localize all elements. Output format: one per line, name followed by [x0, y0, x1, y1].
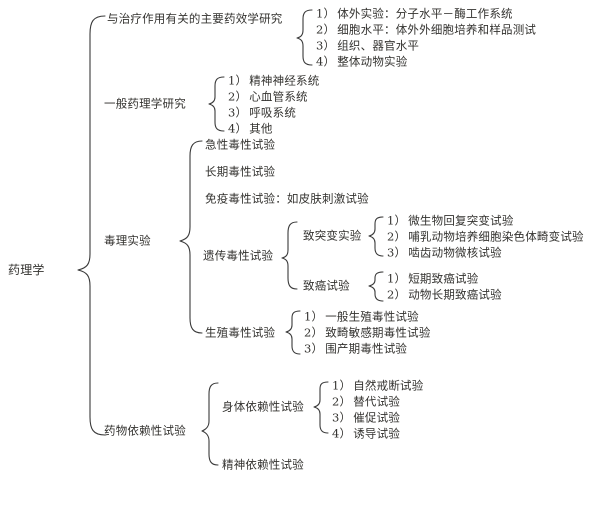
efficacy-item-3-text: 组织、器官水平 — [337, 38, 420, 53]
general-pharm-item-2[interactable]: 2）心血管系统 — [228, 91, 308, 103]
carcinogenic-item-2-num: 2） — [387, 287, 407, 302]
mutagenic-item-1-text: 微生物回复突变试验 — [408, 213, 514, 228]
efficacy-item-2-num: 2） — [316, 22, 336, 37]
branch-general-pharmacology-label[interactable]: 一般药理学研究 — [104, 96, 186, 111]
brace-mutagenic-items — [368, 216, 384, 257]
physical-dependence-item-2[interactable]: 2）替代试验 — [332, 396, 400, 408]
general-pharm-item-3[interactable]: 3）呼吸系统 — [228, 107, 296, 119]
mutagenic-item-3[interactable]: 3）啮齿动物微核试验 — [387, 247, 502, 259]
physical-dependence-item-1-text: 自然戒断试验 — [353, 378, 424, 393]
brace-efficacy-items — [296, 9, 313, 66]
reproductive-item-2[interactable]: 2）致畸敏感期毒性试验 — [304, 327, 431, 339]
efficacy-item-3[interactable]: 3）组织、器官水平 — [316, 40, 419, 52]
efficacy-item-1-text: 体外实验：分子水平－酶工作系统 — [337, 6, 513, 21]
psychological-dependence-label[interactable]: 精神依赖性试验 — [222, 457, 304, 472]
physical-dependence-item-4-text: 诱导试验 — [353, 426, 401, 441]
carcinogenic-item-1[interactable]: 1）短期致癌试验 — [387, 273, 478, 285]
mutagenic-item-3-num: 3） — [387, 245, 407, 260]
reproductive-item-1-text: 一般生殖毒性试验 — [325, 309, 419, 324]
general-pharm-item-3-text: 呼吸系统 — [249, 105, 297, 120]
brace-root — [77, 15, 106, 436]
efficacy-item-3-num: 3） — [316, 38, 336, 53]
carcinogenic-item-2-text: 动物长期致癌试验 — [408, 287, 502, 302]
physical-dependence-item-1-num: 1） — [332, 378, 352, 393]
physical-dependence-item-2-num: 2） — [332, 394, 352, 409]
brace-general-pharm-items — [208, 76, 225, 132]
efficacy-item-4-text: 整体动物实验 — [337, 54, 408, 69]
general-pharm-item-4-text: 其他 — [249, 121, 273, 136]
efficacy-item-1-num: 1） — [316, 6, 336, 21]
efficacy-item-4-num: 4） — [316, 54, 336, 69]
toxicology-acute-test[interactable]: 急性毒性试验 — [205, 137, 276, 152]
reproductive-item-3[interactable]: 3）围产期毒性试验 — [304, 343, 407, 355]
physical-dependence-item-2-text: 替代试验 — [353, 394, 401, 409]
branch-toxicology-label[interactable]: 毒理实验 — [104, 233, 151, 248]
physical-dependence-label[interactable]: 身体依赖性试验 — [222, 399, 304, 414]
mutagenic-item-3-text: 啮齿动物微核试验 — [408, 245, 502, 260]
reproductive-item-3-text: 围产期毒性试验 — [325, 341, 408, 356]
general-pharm-item-2-text: 心血管系统 — [249, 89, 308, 104]
carcinogenic-item-1-text: 短期致癌试验 — [408, 271, 479, 286]
toxicology-immune-test[interactable]: 免疫毒性试验：如皮肤刺激试验 — [205, 191, 369, 206]
general-pharm-item-4-num: 4） — [228, 121, 248, 136]
physical-dependence-item-1[interactable]: 1）自然戒断试验 — [332, 380, 423, 392]
efficacy-item-2-text: 细胞水平：体外外细胞培养和样品测试 — [337, 22, 537, 37]
general-pharm-item-4[interactable]: 4）其他 — [228, 123, 273, 135]
reproductive-item-2-text: 致畸敏感期毒性试验 — [325, 325, 431, 340]
physical-dependence-item-3-num: 3） — [332, 410, 352, 425]
general-pharm-item-1-num: 1） — [228, 73, 248, 88]
general-pharm-item-2-num: 2） — [228, 89, 248, 104]
mutagenic-item-1-num: 1） — [387, 213, 407, 228]
reproductive-item-3-num: 3） — [304, 341, 324, 356]
brace-reproductive-items — [285, 310, 301, 355]
physical-dependence-item-3[interactable]: 3）催促试验 — [332, 412, 400, 424]
brace-genetic-tox — [281, 221, 298, 290]
genetic-toxicity-label[interactable]: 遗传毒性试验 — [203, 248, 274, 263]
brace-carcinogenic-items — [368, 271, 384, 302]
brace-physical-dependence-items — [313, 381, 329, 434]
reproductive-toxicity-label[interactable]: 生殖毒性试验 — [205, 325, 276, 340]
toxicology-longterm-test[interactable]: 长期毒性试验 — [205, 164, 276, 179]
general-pharm-item-1-text: 精神神经系统 — [249, 73, 320, 88]
efficacy-item-2[interactable]: 2）细胞水平：体外外细胞培养和样品测试 — [316, 24, 536, 36]
branch-drug-dependence-label[interactable]: 药物依赖性试验 — [104, 423, 186, 438]
mutagenic-item-2-text: 哺乳动物培养细胞染色体畸变试验 — [408, 229, 584, 244]
general-pharm-item-1[interactable]: 1）精神神经系统 — [228, 75, 319, 87]
brace-toxicology — [179, 140, 203, 334]
physical-dependence-item-4[interactable]: 4）诱导试验 — [332, 428, 400, 440]
carcinogenic-item-2[interactable]: 2）动物长期致癌试验 — [387, 289, 502, 301]
reproductive-item-2-num: 2） — [304, 325, 324, 340]
reproductive-item-1-num: 1） — [304, 309, 324, 324]
root-node-pharmacology[interactable]: 药理学 — [8, 263, 45, 277]
mutagenic-test-label[interactable]: 致突变实验 — [303, 228, 362, 243]
efficacy-item-1[interactable]: 1）体外实验：分子水平－酶工作系统 — [316, 8, 513, 20]
mutagenic-item-1[interactable]: 1）微生物回复突变试验 — [387, 215, 514, 227]
brace-drug-dependence — [201, 382, 219, 466]
physical-dependence-item-4-num: 4） — [332, 426, 352, 441]
carcinogenic-test-label[interactable]: 致癌试验 — [303, 278, 350, 293]
efficacy-item-4[interactable]: 4）整体动物实验 — [316, 56, 407, 68]
mutagenic-item-2[interactable]: 2）哺乳动物培养细胞染色体畸变试验 — [387, 231, 584, 243]
physical-dependence-item-3-text: 催促试验 — [353, 410, 401, 425]
carcinogenic-item-1-num: 1） — [387, 271, 407, 286]
mutagenic-item-2-num: 2） — [387, 229, 407, 244]
branch-efficacy-research-label[interactable]: 与治疗作用有关的主要药效学研究 — [107, 11, 283, 26]
reproductive-item-1[interactable]: 1）一般生殖毒性试验 — [304, 311, 419, 323]
general-pharm-item-3-num: 3） — [228, 105, 248, 120]
